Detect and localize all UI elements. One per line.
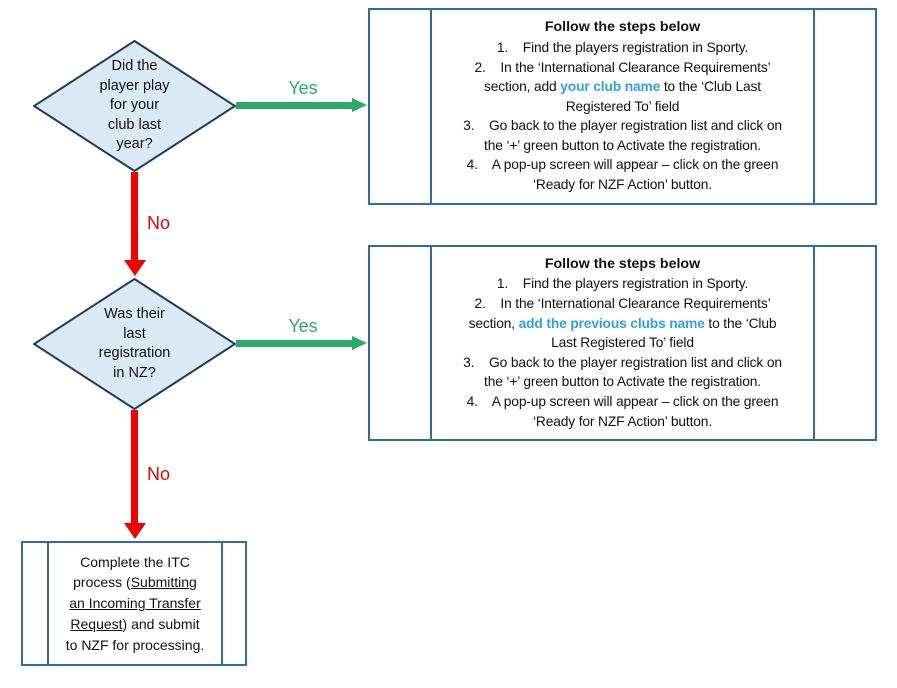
steps-box-1-empty-cell-left: [370, 10, 432, 203]
text-segment: add the previous clubs name: [518, 315, 705, 331]
steps-box-1-title: Follow the steps below: [544, 19, 701, 36]
text-segment: 2. In the ‘International Clearance Requi…: [474, 59, 771, 95]
text-segment: ) and submit to NZF for processing.: [65, 615, 205, 653]
end-box-empty-cell-right: [221, 543, 245, 664]
decision-played-last-year: Did the player play for your club last y…: [33, 40, 236, 172]
decision-played-last-year-text: Did the player play for your club last y…: [99, 58, 170, 153]
no-label-2: No: [147, 464, 171, 484]
text-segment: 2. In the ‘International Clearance Requi…: [468, 296, 771, 331]
end-box-text: Complete the ITC process (Submitting an …: [49, 552, 221, 656]
end-box-content: Complete the ITC process (Submitting an …: [49, 543, 221, 664]
decision-last-registration-nz: Was their last registration in NZ?: [33, 278, 236, 410]
text-segment: 4. A pop-up screen will appear – click o…: [466, 393, 779, 429]
yes-arrow-1-shaft: [236, 102, 353, 109]
text-segment: 3. Go back to the player registration li…: [463, 354, 782, 390]
itc-process-link[interactable]: Submitting an Incoming Transfer Request: [69, 574, 201, 632]
text-segment: 3. Go back to the player registration li…: [463, 118, 782, 153]
steps-box-2-step-2: 2. In the ‘International Clearance Requi…: [432, 294, 813, 353]
yes-arrow-2-shaft: [236, 340, 353, 347]
no-arrow-1-head: [124, 260, 146, 276]
text-segment: 1. Find the players registration in Spor…: [496, 39, 749, 55]
text-segment: to the ‘Club Last Registered To’ field: [551, 315, 777, 351]
text-segment: your club name: [560, 79, 661, 95]
steps-box-2-content: Follow the steps below 1. Find the playe…: [432, 247, 813, 439]
steps-box-1: Follow the steps below 1. Find the playe…: [368, 8, 877, 205]
steps-box-2-empty-cell-left: [370, 247, 432, 439]
steps-box-2-step-3: 3. Go back to the player registration li…: [432, 353, 813, 392]
end-box-itc-process: Complete the ITC process (Submitting an …: [21, 541, 247, 666]
steps-box-1-empty-cell-right: [813, 10, 875, 203]
diamond-shape: [33, 278, 236, 410]
text-segment: to the ‘Club Last Registered To’ field: [565, 79, 761, 114]
steps-box-2-step-1: 1. Find the players registration in Spor…: [432, 274, 813, 294]
no-label-1: No: [147, 213, 171, 233]
no-arrow-1-shaft: [131, 172, 138, 261]
end-box-empty-cell-left: [23, 543, 49, 664]
yes-label-1: Yes: [288, 78, 318, 98]
text-segment: 1. Find the players registration in Spor…: [496, 276, 749, 292]
steps-box-1-step-4: 4. A pop-up screen will appear – click o…: [432, 155, 813, 194]
diamond-shape: [33, 40, 236, 172]
no-arrow-2-shaft: [131, 410, 138, 524]
text-segment: Complete the ITC process (: [73, 553, 190, 591]
yes-label-2: Yes: [288, 316, 318, 336]
no-arrow-2-head: [124, 523, 146, 539]
steps-box-1-step-2: 2. In the ‘International Clearance Requi…: [432, 58, 813, 117]
steps-box-2-step-4: 4. A pop-up screen will appear – click o…: [432, 392, 813, 431]
text-segment: 4. A pop-up screen will appear – click o…: [466, 157, 779, 193]
steps-box-2-empty-cell-right: [813, 247, 875, 439]
steps-box-1-step-1: 1. Find the players registration in Spor…: [432, 38, 813, 58]
yes-arrow-2-head: [352, 336, 367, 350]
steps-box-1-step-3: 3. Go back to the player registration li…: [432, 116, 813, 155]
steps-box-2-title: Follow the steps below: [544, 255, 701, 272]
steps-box-1-content: Follow the steps below 1. Find the playe…: [432, 10, 813, 203]
yes-arrow-1-head: [352, 98, 367, 112]
steps-box-2: Follow the steps below 1. Find the playe…: [368, 245, 877, 441]
decision-last-registration-nz-text: Was their last registration in NZ?: [98, 306, 171, 381]
